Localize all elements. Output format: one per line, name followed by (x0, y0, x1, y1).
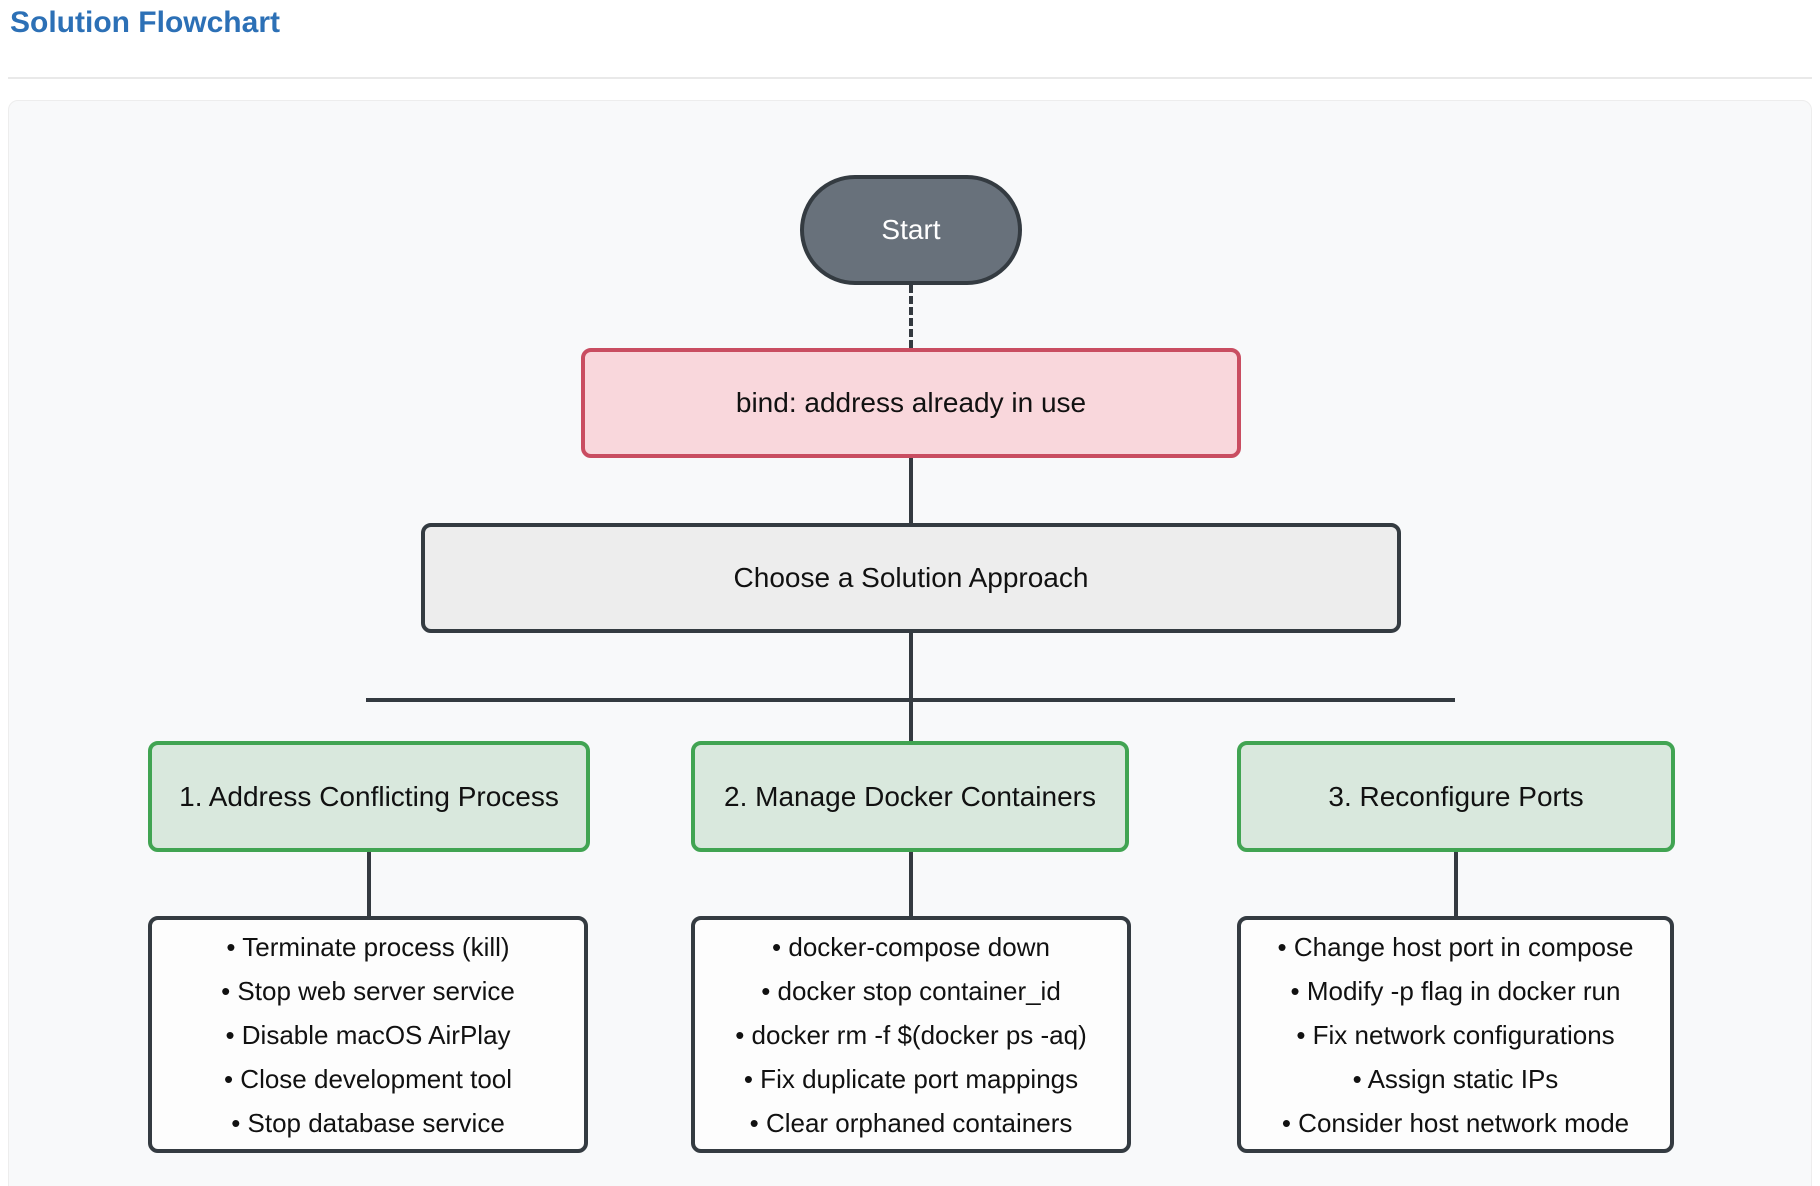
list-item: • Close development tool (223, 1063, 513, 1094)
edge-start-to-problem (909, 285, 913, 348)
page-title: Solution Flowchart (10, 6, 280, 39)
list-item: • Stop database service (231, 1107, 505, 1138)
list-item: • Disable macOS AirPlay (225, 1019, 511, 1050)
flowchart-node-branch-2: 2. Manage Docker Containers (691, 741, 1129, 852)
list-item: • docker rm -f $(docker ps -aq) (735, 1019, 1087, 1050)
flowchart-list-branch-3: • Change host port in compose • Modify -p… (1237, 916, 1674, 1153)
flowchart-node-branch-1: 1. Address Conflicting Process (148, 741, 590, 852)
list-item: • docker stop container_id (761, 975, 1061, 1006)
edge-branch-3-to-list (1454, 852, 1458, 916)
flowchart-node-start: Start (800, 175, 1022, 285)
flowchart-list-branch-1: • Terminate process (kill) • Stop web ser… (148, 916, 588, 1153)
list-item: • Clear orphaned containers (749, 1107, 1073, 1138)
flowchart-node-decision: Choose a Solution Approach (421, 523, 1401, 633)
list-item: • Consider host network mode (1281, 1107, 1630, 1138)
edge-problem-to-decision (909, 458, 913, 523)
flowchart-list-branch-2: • docker-compose down • docker stop conta… (691, 916, 1131, 1153)
edge-decision-to-branch-2 (909, 633, 913, 741)
edge-branch-2-to-list (909, 852, 913, 916)
list-item: • Terminate process (kill) (226, 931, 510, 962)
edge-branch-rail (366, 698, 1455, 702)
edge-branch-1-to-list (367, 852, 371, 916)
list-item: • Fix duplicate port mappings (743, 1063, 1079, 1094)
list-item: • Change host port in compose (1277, 931, 1634, 962)
list-item: • Modify -p flag in docker run (1290, 975, 1621, 1006)
title-divider (8, 77, 1812, 79)
list-item: • Assign static IPs (1352, 1063, 1559, 1094)
list-item: • docker-compose down (772, 931, 1050, 962)
flowchart-node-problem: bind: address already in use (581, 348, 1241, 458)
flowchart-node-branch-3: 3. Reconfigure Ports (1237, 741, 1675, 852)
list-item: • Stop web server service (221, 975, 515, 1006)
list-item: • Fix network configurations (1296, 1019, 1615, 1050)
